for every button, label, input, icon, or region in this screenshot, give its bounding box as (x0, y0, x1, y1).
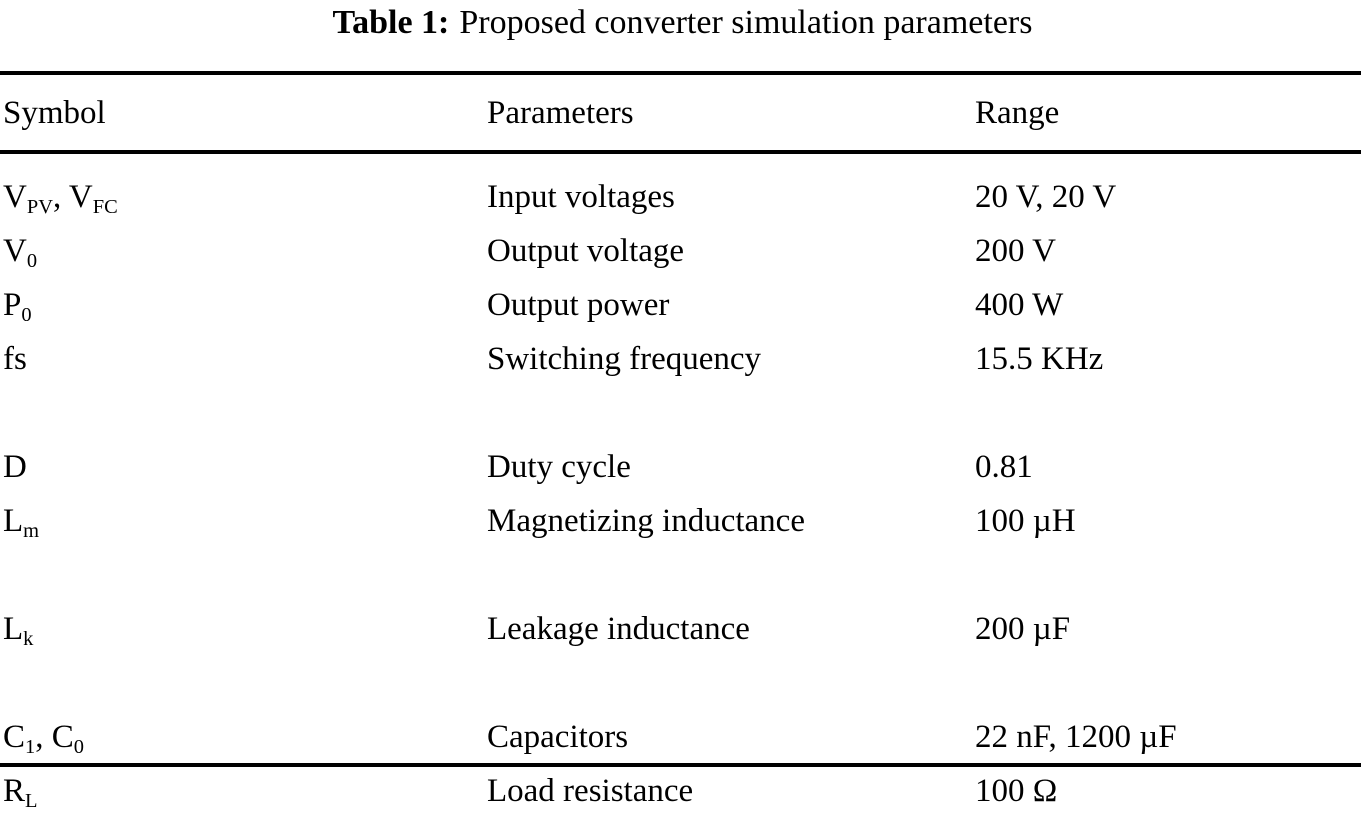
cell-parameter: Magnetizing inductance (487, 503, 805, 539)
cell-range: 100 Ω (975, 773, 1058, 809)
column-header-parameters: Parameters (487, 95, 634, 131)
cell-parameter: Leakage inductance (487, 611, 750, 647)
cell-parameter: Input voltages (487, 179, 675, 215)
cell-range: 400 W (975, 287, 1064, 323)
cell-parameter: Duty cycle (487, 449, 631, 485)
cell-parameter: Output power (487, 287, 670, 323)
cell-symbol: Lm (3, 503, 40, 542)
cell-parameter: Output voltage (487, 233, 685, 269)
cell-symbol: C1, C0 (3, 719, 84, 758)
cell-symbol: fs (3, 341, 27, 377)
cell-parameter: Load resistance (487, 773, 694, 809)
cell-symbol: V0 (3, 233, 38, 272)
cell-range: 0.81 (975, 449, 1033, 485)
table-header-rule (0, 150, 1361, 154)
cell-symbol: RL (3, 773, 38, 812)
table-caption-text: Proposed converter simulation parameters (459, 4, 1033, 41)
cell-range: 20 V, 20 V (975, 179, 1117, 215)
cell-symbol: Lk (3, 611, 34, 650)
table-caption: Table 1:Proposed converter simulation pa… (0, 2, 1365, 44)
cell-symbol: P0 (3, 287, 32, 326)
cell-range: 22 nF, 1200 µF (975, 719, 1177, 755)
cell-parameter: Switching frequency (487, 341, 762, 377)
cell-range: 200 V (975, 233, 1056, 269)
column-header-range: Range (975, 95, 1060, 131)
cell-range: 100 µH (975, 503, 1076, 539)
table-top-rule (0, 71, 1361, 75)
cell-range: 200 µF (975, 611, 1071, 647)
cell-symbol: D (3, 449, 27, 485)
table-caption-label: Table 1: (332, 4, 450, 41)
table-bottom-rule (0, 763, 1361, 767)
column-header-symbol: Symbol (3, 95, 106, 131)
cell-parameter: Capacitors (487, 719, 629, 755)
cell-symbol: VPV, VFC (3, 179, 118, 218)
cell-range: 15.5 KHz (975, 341, 1104, 377)
